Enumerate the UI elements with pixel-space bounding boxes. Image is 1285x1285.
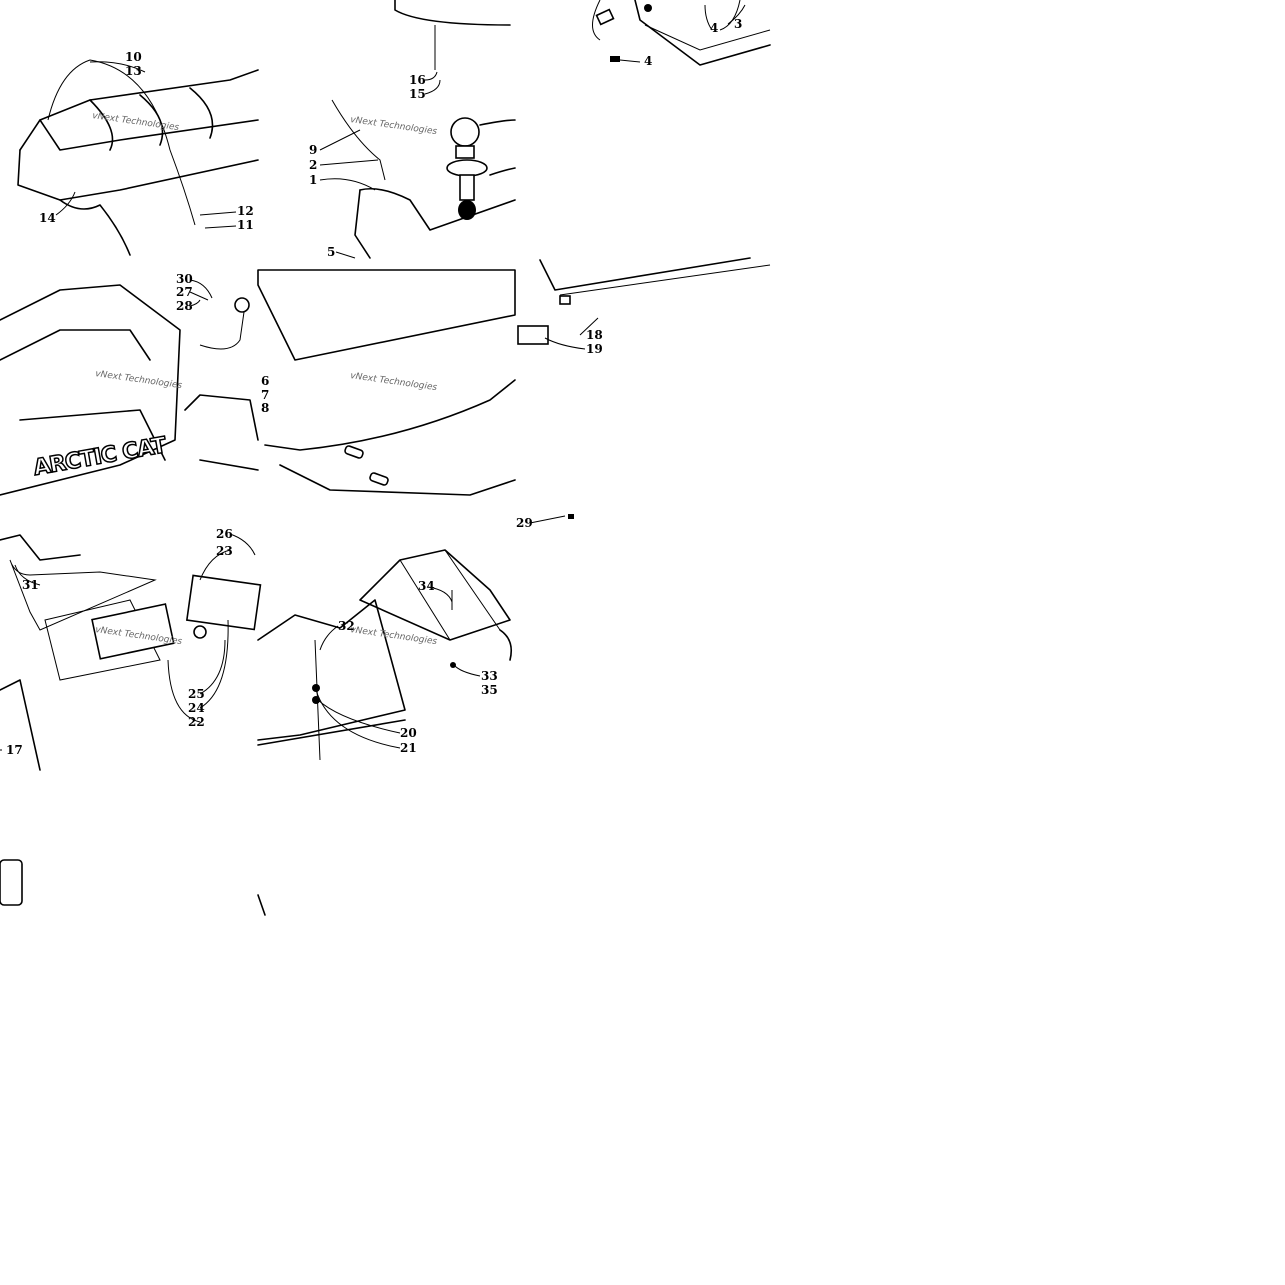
callout-11: 11 [237,218,254,232]
callout-9: 9 [309,143,317,157]
watermark: vNext Technologies [95,369,183,391]
air-intake-assembly [359,514,574,668]
callout-26: 26 [216,527,233,541]
callout-8: 8 [261,401,269,415]
callout-24: 24 [188,701,205,715]
callout-28: 28 [176,299,193,313]
callout-10: 10 [125,50,142,64]
callout-labels: 1 2 3 4 4 5 6 7 8 9 10 11 12 13 14 15 16… [6,17,742,757]
callout-29: 29 [516,516,533,530]
leader-lines [0,4,746,751]
callout-20: 20 [400,726,417,740]
fuel-tank-assembly [331,0,516,259]
hood-corner [592,0,771,66]
callout-21: 21 [400,741,417,755]
taillight-assembly [0,534,262,906]
seat-rear-assembly: ARCTIC CAT [0,284,259,496]
callout-32: 32 [338,619,355,633]
side-panel-assembly [257,269,516,496]
callout-14: 14 [39,211,56,225]
watermark: vNext Technologies [350,371,438,393]
callout-15: 15 [409,87,426,101]
callout-1: 1 [309,173,317,187]
callout-6: 6 [261,374,269,388]
watermark: vNext Technologies [350,115,438,137]
callout-17: 17 [6,743,23,757]
callout-33: 33 [481,669,498,683]
callout-31: 31 [22,578,39,592]
callout-25: 25 [188,687,205,701]
brand-decal: ARCTIC CAT [32,433,169,481]
seat-assembly [17,59,259,256]
callout-4a: 4 [710,21,718,35]
callout-2: 2 [309,158,317,172]
callout-18: 18 [586,328,603,342]
callout-19: 19 [586,342,603,356]
fuel-cap [446,117,488,220]
callout-16: 16 [409,73,426,87]
callout-34: 34 [418,579,435,593]
callout-3: 3 [734,17,742,31]
rail-assembly [517,257,771,345]
callout-12: 12 [237,204,254,218]
callout-23: 23 [216,544,233,558]
callout-22: 22 [188,715,205,729]
callout-13: 13 [125,64,142,78]
watermark: vNext Technologies [92,111,180,133]
callout-4b: 4 [644,54,652,68]
callout-7: 7 [261,388,269,402]
storage-box-assembly [257,599,406,916]
callout-27: 27 [176,285,193,299]
callout-5: 5 [327,245,335,259]
callout-30: 30 [176,272,193,286]
callout-35: 35 [481,683,498,697]
